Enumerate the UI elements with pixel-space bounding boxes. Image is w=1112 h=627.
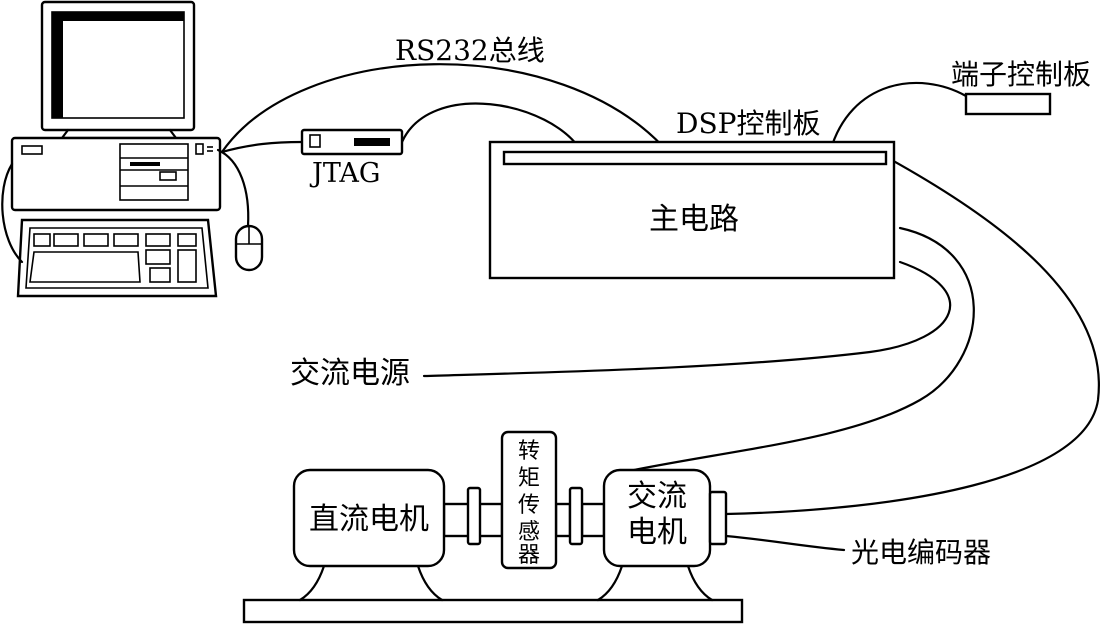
dsp-terminal-cable: [828, 81, 968, 154]
ac-power-label: 交流电源: [290, 356, 410, 391]
jtag-label: JTAG: [309, 158, 380, 189]
encoder-leader: [724, 534, 846, 552]
rs232-cable: [220, 63, 670, 154]
torque-sensor-label: 转 矩 传 感 器: [518, 439, 540, 568]
base-plate: [242, 598, 744, 624]
torque-sensor-char: 转: [518, 439, 540, 464]
encoder-box: [708, 490, 728, 546]
encoder-label: 光电编码器: [851, 536, 991, 569]
ac-power-cable: [422, 260, 952, 378]
torque-sensor-char: 感: [518, 520, 540, 545]
computer-case: [10, 136, 222, 212]
torque-sensor-char: 器: [518, 543, 540, 568]
dc-motor-box: [292, 468, 446, 568]
torque-sensor-char: 传: [518, 493, 540, 518]
computer-jtag-cable: [220, 140, 304, 154]
torque-sensor-char: 矩: [518, 466, 540, 491]
ac-motor-line: 电机: [627, 515, 687, 550]
torque-sensor-box: [500, 430, 558, 570]
rs232-label: RS232总线: [395, 34, 545, 67]
keyboard-icon: [16, 218, 218, 298]
motor-power-cable: [622, 226, 975, 474]
main-circuit-label: 主电路: [649, 202, 739, 237]
desktop-computer-icon: [1, 0, 222, 298]
dsp-board-label: DSP控制板: [676, 107, 820, 140]
encoder-return-cable: [724, 156, 1100, 516]
mouse-icon: [216, 148, 264, 272]
jtag-dsp-cable: [400, 102, 584, 154]
ac-motor-label: 交流 电机: [627, 479, 687, 550]
jtag-device: [300, 128, 404, 156]
terminal-board: [964, 92, 1052, 116]
motor-bench: [242, 430, 744, 624]
ac-motor-line: 交流: [627, 479, 687, 514]
dc-motor-label: 直流电机: [309, 502, 429, 537]
dsp-board-strip: [502, 150, 888, 166]
monitor: [40, 0, 196, 132]
terminal-board-label: 端子控制板: [951, 58, 1091, 91]
